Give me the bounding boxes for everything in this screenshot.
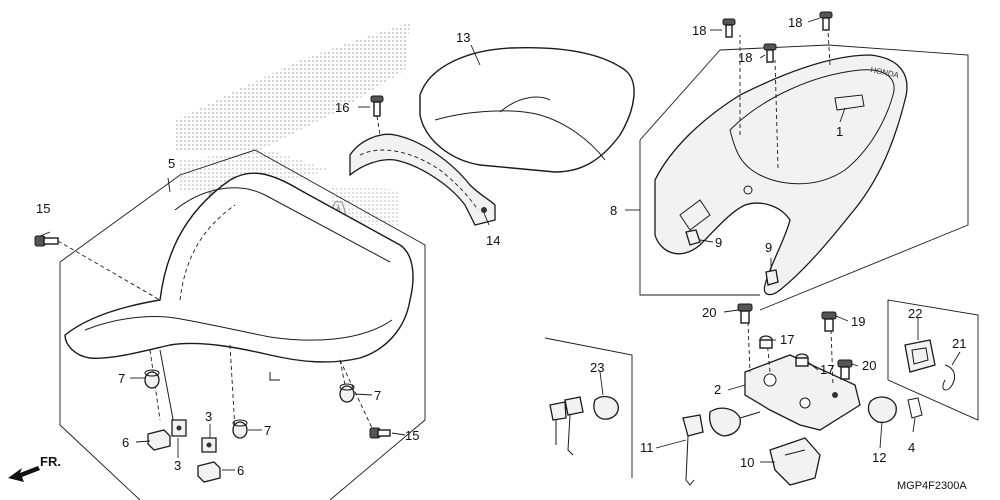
callout-13: 13: [456, 30, 470, 45]
seat-hook-3-left: [171, 419, 187, 437]
callout-17-upper: 17: [780, 332, 794, 347]
callout-20-left: 20: [702, 305, 716, 320]
callout-19: 19: [851, 314, 865, 329]
pillion-seat: [419, 46, 635, 173]
callout-7-center: 7: [264, 423, 271, 438]
rubber-cushion-7-center: [232, 419, 248, 439]
callout-10: 10: [740, 455, 754, 470]
callout-7-right: 7: [374, 388, 381, 403]
leader-lines: [39, 17, 961, 471]
rear-seat-cowl: HONDA: [654, 29, 908, 296]
bolt-15-upper: [34, 235, 161, 301]
bolt-18-left: [722, 18, 736, 38]
callout-3-lower: 3: [174, 458, 181, 473]
cover-12: [867, 396, 897, 424]
callout-6-right: 6: [237, 463, 244, 478]
seat-lock-10: [769, 437, 821, 486]
seat-lock-bracket: [744, 321, 861, 431]
bolt-19: [821, 311, 837, 332]
direction-label: FR.: [40, 454, 61, 469]
collar-17-lower: [795, 353, 809, 367]
callout-14: 14: [486, 233, 500, 248]
rubber-cushion-7-right: [339, 383, 355, 403]
cushion-6-right: [197, 461, 221, 483]
cushion-6-left: [147, 429, 171, 451]
bolt-18-middle: [763, 43, 777, 63]
bolt-18-right: [819, 11, 833, 31]
callout-18-right: 18: [788, 15, 802, 30]
seat-hook-3-center: [201, 437, 217, 453]
bolt-20-left: [737, 303, 753, 324]
callout-23: 23: [590, 360, 604, 375]
clip-4: [907, 397, 923, 419]
callout-21: 21: [952, 336, 966, 351]
rubber-cushion-7-left: [144, 369, 160, 389]
bolt-16: [370, 95, 384, 136]
bolt-20-right: [837, 359, 853, 380]
key-set-frame: [544, 337, 633, 478]
callout-12: 12: [872, 450, 886, 465]
callout-20-right: 20: [862, 358, 876, 373]
callout-2: 2: [714, 382, 721, 397]
key-set-23: [549, 395, 619, 456]
callout-18-left: 18: [692, 23, 706, 38]
callout-15-lower: 15: [405, 428, 419, 443]
key-cylinder-11: [682, 407, 761, 486]
grommet-22: [904, 339, 936, 373]
callout-9-right: 9: [765, 240, 772, 255]
callout-8: 8: [610, 203, 617, 218]
rear-cowl-frame: [639, 44, 969, 311]
front-direction-arrow: FR.: [8, 454, 61, 482]
callout-16: 16: [335, 100, 349, 115]
callout-15-upper: 15: [36, 201, 50, 216]
clip-9-right: [765, 269, 779, 286]
callout-3-upper: 3: [205, 409, 212, 424]
callout-4: 4: [908, 440, 915, 455]
callout-5: 5: [168, 156, 175, 171]
cable-guide-21: [942, 364, 956, 391]
clip-9-left: [685, 229, 701, 246]
callout-17-lower: 17: [820, 362, 834, 377]
callout-7-left: 7: [118, 371, 125, 386]
collar-17-upper: [759, 335, 773, 349]
callout-18-middle: 18: [738, 50, 752, 65]
callout-22: 22: [908, 306, 922, 321]
diagram-code: MGP4F2300A: [897, 480, 967, 492]
callout-9-left: 9: [715, 235, 722, 250]
pillion-seat-bracket: [349, 133, 496, 226]
callout-1: 1: [836, 124, 843, 139]
callout-6-left: 6: [122, 435, 129, 450]
callout-11: 11: [640, 440, 654, 455]
parts-frame-right: [887, 299, 979, 421]
seat-frame-lines: [59, 149, 426, 500]
